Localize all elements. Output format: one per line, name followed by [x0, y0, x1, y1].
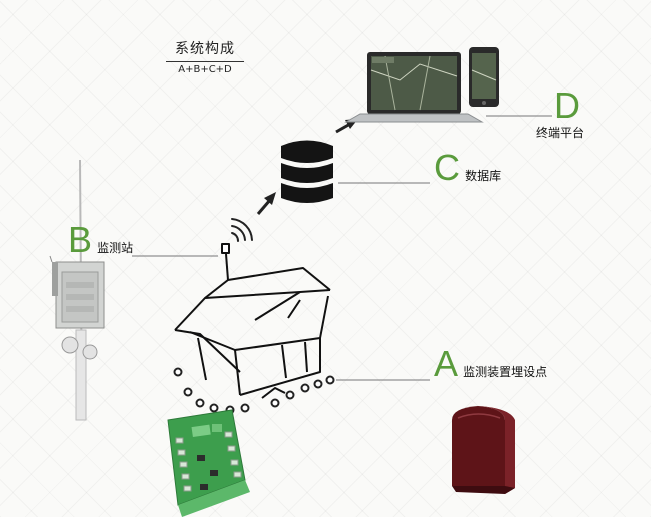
component-b-label: B 监测站	[68, 222, 133, 258]
monitoring-station-illustration	[49, 159, 105, 421]
component-b-name: 监测站	[97, 241, 134, 255]
component-a-name: 监测装置埋设点	[463, 365, 548, 379]
database-icon	[281, 140, 333, 203]
buried-device-illustration	[452, 406, 515, 494]
sensor-points	[173, 367, 335, 415]
component-d-name: 终端平台	[536, 126, 585, 140]
arrow-to-database-icon	[256, 192, 276, 215]
system-formula: A+B+C+D	[178, 64, 232, 75]
component-d-label: D	[554, 88, 580, 124]
system-title-text: 系统构成	[175, 41, 235, 57]
component-b-letter: B	[68, 219, 93, 260]
leader-lines	[132, 115, 552, 381]
building-illustration	[174, 243, 331, 399]
sensor-board-illustration	[167, 409, 250, 517]
title-divider	[166, 61, 244, 62]
laptop-icon	[344, 52, 484, 123]
system-title: 系统构成 A+B+C+D	[150, 38, 260, 75]
component-a-label: A 监测装置埋设点	[434, 346, 547, 382]
component-c-label: C 数据库	[434, 150, 501, 186]
phone-icon	[469, 47, 499, 107]
component-d-letter: D	[554, 85, 580, 126]
component-a-letter: A	[434, 343, 459, 384]
wifi-signal-icon	[231, 218, 253, 242]
component-c-letter: C	[434, 147, 460, 188]
component-c-name: 数据库	[465, 169, 502, 183]
